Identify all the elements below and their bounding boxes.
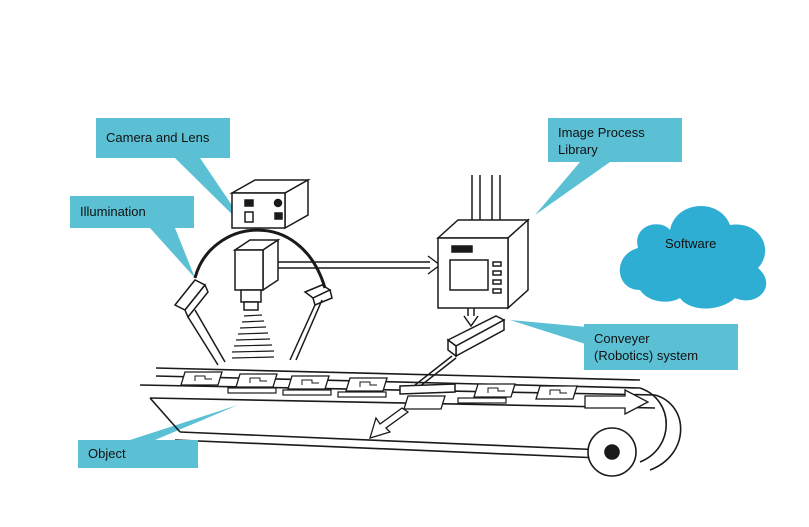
belt-direction-arrow: [584, 388, 650, 416]
belt-objects: [180, 371, 578, 410]
conveyer-callout: Conveyer (Robotics) system: [584, 324, 738, 370]
reject-arrow: [369, 407, 410, 439]
conveyer-callout-pointer: [510, 320, 598, 348]
object-callout-pointer: [130, 405, 238, 440]
image-process-callout-pointer: [535, 162, 610, 215]
camera-callout: Camera and Lens: [96, 118, 230, 158]
camera-to-processor-arrow: [278, 255, 442, 275]
belt-object-marks: [194, 375, 567, 395]
camera-controller: [229, 178, 311, 230]
image-processor: [436, 175, 530, 328]
conveyor-belt: [139, 367, 682, 471]
software-cloud: [619, 206, 767, 309]
illumination-callout-pointer: [150, 228, 195, 278]
image-process-callout: Image Process Library: [548, 118, 682, 162]
illumination-callout: Illumination: [70, 196, 194, 228]
object-callout: Object: [78, 440, 198, 468]
rejector-pusher: [399, 315, 506, 395]
belt-slats: [227, 387, 507, 404]
camera-body: [232, 238, 281, 311]
belt-roller: [587, 427, 637, 477]
illumination-lights: [173, 279, 333, 366]
camera-field-of-view: [231, 314, 275, 359]
software-label: Software: [665, 236, 717, 251]
